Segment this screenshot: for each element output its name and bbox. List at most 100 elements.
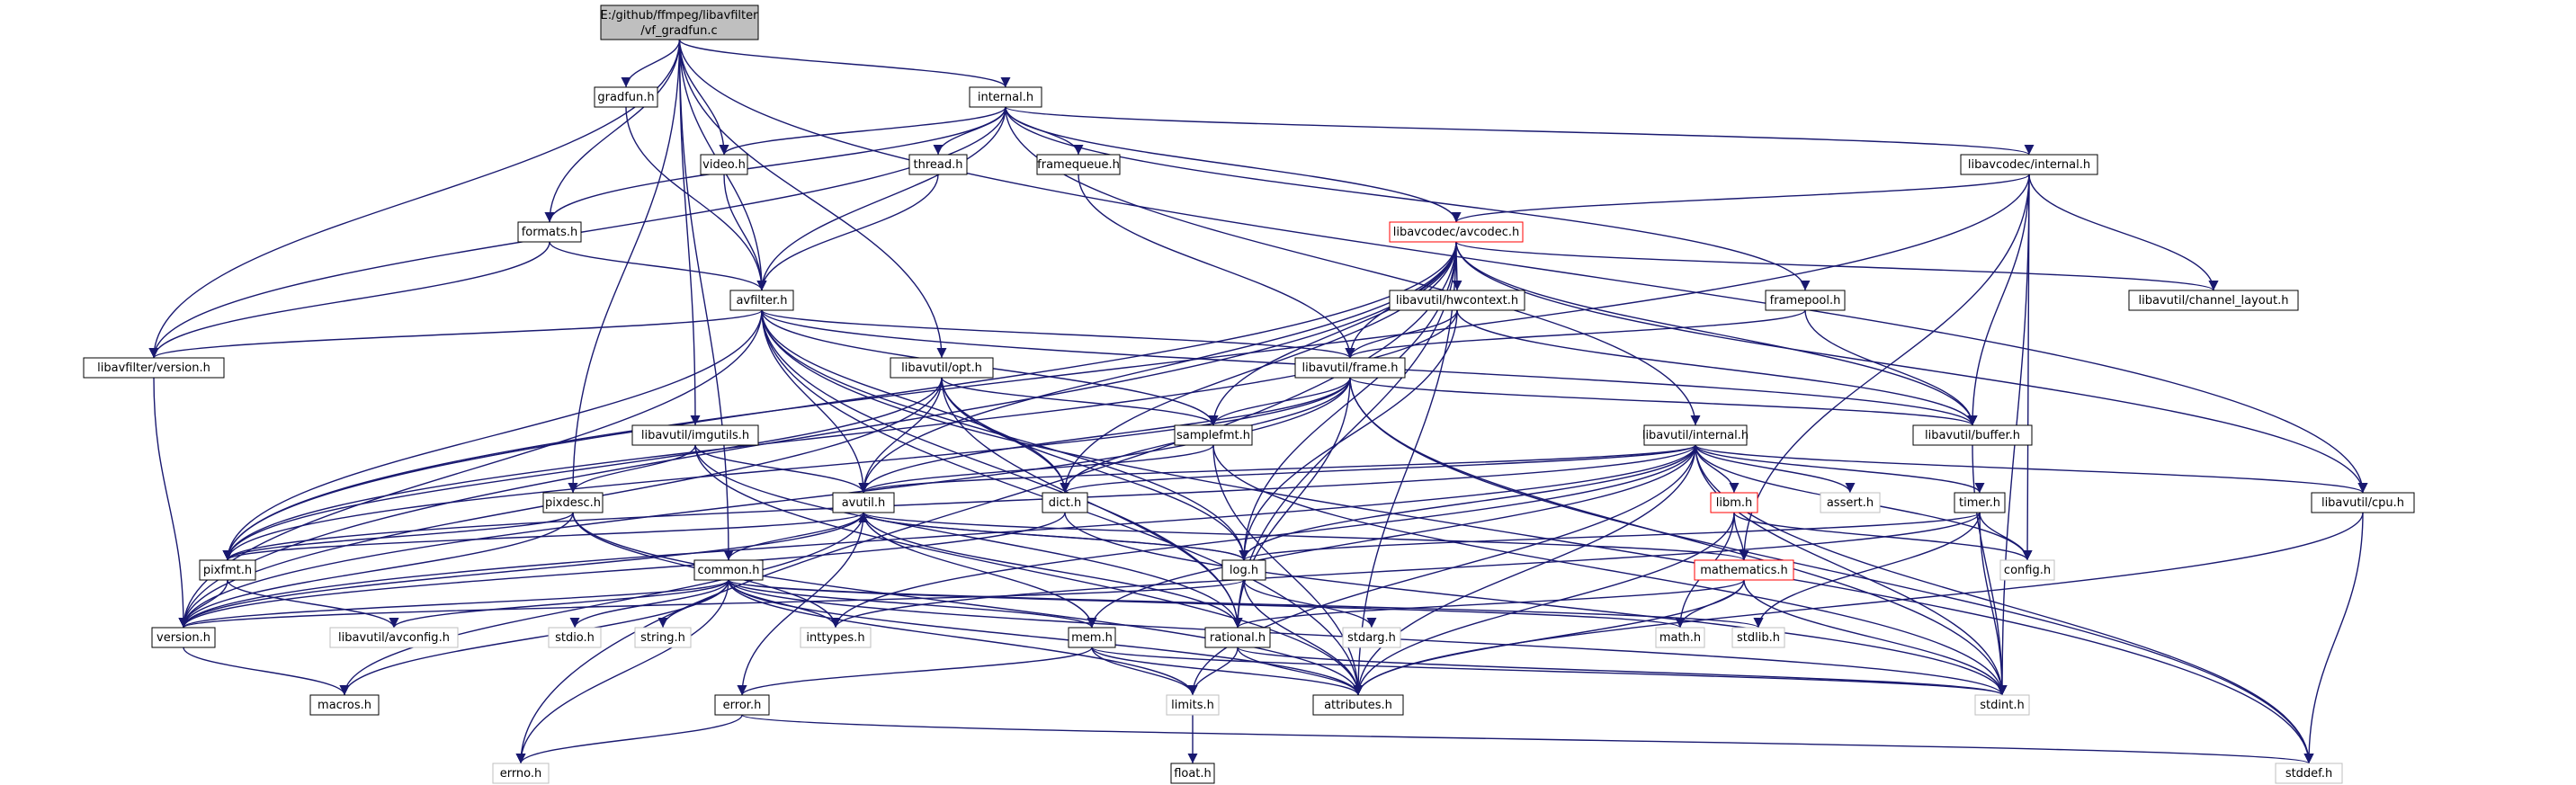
edge-imgutils-h-to-avutil-h	[694, 444, 869, 494]
edge-thread-h-to-avfilter-h	[756, 174, 939, 291]
node-box	[890, 357, 994, 379]
node-box	[832, 492, 895, 513]
edge-buffer-h-to-stdint-h	[1972, 444, 2008, 696]
node-box	[1954, 492, 2006, 513]
node-formats-h[interactable]: formats.h	[517, 221, 582, 243]
edge-timer-h-to-stdlib-h	[1753, 512, 1981, 629]
node-label: libavutil/hwcontext.h	[1396, 294, 1518, 308]
node-avutil-h[interactable]: avutil.h	[832, 492, 895, 513]
edge-root-to-cpu-h	[678, 39, 2368, 494]
edge-lavc-internal-h-to-buffer-h	[1967, 174, 2030, 426]
node-box	[151, 627, 216, 648]
node-root[interactable]: E:/github/ffmpeg/libavfilter /vf_gradfun…	[600, 4, 759, 40]
node-pixdesc-h[interactable]: pixdesc.h	[542, 492, 604, 513]
edge-lavu-internal-h-to-inttypes-h	[830, 444, 1696, 629]
node-limits-h[interactable]: limits.h	[1166, 694, 1220, 716]
node-lavu-internal-h[interactable]: libavutil/internal.h	[1642, 424, 1749, 446]
edge-timer-h-to-inttypes-h	[830, 512, 1981, 629]
node-macros-h[interactable]: macros.h	[309, 694, 380, 716]
node-buffer-h[interactable]: libavutil/buffer.h	[1912, 424, 2033, 446]
node-frame-h[interactable]: libavutil/frame.h	[1294, 357, 1406, 379]
node-opt-h[interactable]: libavutil/opt.h	[890, 357, 994, 379]
node-stddef-h[interactable]: stddef.h	[2275, 763, 2343, 784]
node-label: libavutil/channel_layout.h	[2139, 294, 2289, 308]
node-samplefmt-h[interactable]: samplefmt.h	[1174, 424, 1253, 446]
node-common-h[interactable]: common.h	[693, 559, 764, 581]
node-label: stdio.h	[555, 631, 595, 645]
node-log-h[interactable]: log.h	[1221, 559, 1266, 581]
node-timer-h[interactable]: timer.h	[1954, 492, 2006, 513]
node-internal-h[interactable]: internal.h	[969, 86, 1042, 108]
edge-avfilter-h-to-pixfmt-h	[222, 309, 763, 561]
node-inttypes-h[interactable]: inttypes.h	[800, 627, 872, 648]
edge-root-to-gradfun-h	[621, 39, 681, 88]
node-label: libavfilter/version.h	[97, 361, 210, 375]
edge-timer-h-to-stdint-h	[1979, 512, 2008, 696]
edge-mathematics-h-to-stdint-h	[1743, 579, 2008, 696]
node-box	[2128, 290, 2299, 311]
node-box	[1042, 492, 1088, 513]
node-rational-h[interactable]: rational.h	[1204, 627, 1271, 648]
node-stdio-h[interactable]: stdio.h	[548, 627, 602, 648]
node-label: libavutil/opt.h	[901, 361, 982, 375]
node-box	[969, 86, 1042, 108]
node-avfilter-h[interactable]: avfilter.h	[729, 290, 794, 311]
edge-avcodec-h-to-pixfmt-h	[222, 241, 1457, 561]
edge-common-h-to-version-h	[178, 579, 729, 629]
node-label: libavutil/imgutils.h	[641, 429, 749, 442]
node-mathematics-h[interactable]: mathematics.h	[1694, 559, 1794, 581]
edge-rational-h-to-attributes-h	[1237, 647, 1364, 696]
node-errno-h[interactable]: errno.h	[492, 763, 550, 784]
node-math-h[interactable]: math.h	[1655, 627, 1705, 648]
edge-lavu-internal-h-to-version-h	[178, 444, 1696, 629]
node-avconfig-h[interactable]: libavutil/avconfig.h	[329, 627, 459, 648]
node-label: math.h	[1659, 631, 1701, 645]
node-version-h[interactable]: version.h	[151, 627, 216, 648]
node-lavfi-version-h[interactable]: libavfilter/version.h	[83, 357, 225, 379]
edge-avfilter-h-to-lavfi-version-h	[148, 309, 763, 359]
node-libm-h[interactable]: libm.h	[1710, 492, 1758, 513]
node-label: log.h	[1230, 564, 1258, 577]
node-box	[693, 559, 764, 581]
node-box	[800, 627, 872, 648]
node-box	[1204, 627, 1271, 648]
edge-error-h-to-errno-h	[515, 714, 743, 764]
edge-error-h-to-stddef-h	[741, 714, 2313, 764]
node-mem-h[interactable]: mem.h	[1068, 627, 1116, 648]
node-avcodec-h[interactable]: libavcodec/avcodec.h	[1389, 221, 1524, 243]
edge-avcodec-h-to-dict-h	[1060, 241, 1457, 494]
edge-libm-h-to-attributes-h	[1353, 512, 1735, 696]
node-cpu-h[interactable]: libavutil/cpu.h	[2311, 492, 2415, 513]
edge-pixdesc-h-to-attributes-h	[572, 512, 1364, 696]
node-stdlib-h[interactable]: stdlib.h	[1731, 627, 1785, 648]
node-imgutils-h[interactable]: libavutil/imgutils.h	[631, 424, 759, 446]
node-video-h[interactable]: video.h	[700, 154, 748, 175]
node-error-h[interactable]: error.h	[714, 694, 770, 716]
node-gradfun-h[interactable]: gradfun.h	[594, 86, 658, 108]
node-float-h[interactable]: float.h	[1170, 763, 1215, 784]
node-lavc-internal-h[interactable]: libavcodec/internal.h	[1960, 154, 2098, 175]
node-label: string.h	[640, 631, 685, 645]
edge-lavc-internal-h-to-channel-layout-h	[2028, 174, 2219, 291]
node-box	[1389, 290, 1525, 311]
node-thread-h[interactable]: thread.h	[908, 154, 968, 175]
node-stdint-h[interactable]: stdint.h	[1974, 694, 2030, 716]
node-label: pixdesc.h	[545, 496, 601, 510]
node-assert-h[interactable]: assert.h	[1820, 492, 1881, 513]
node-box	[1731, 627, 1785, 648]
edge-avcodec-h-to-channel-layout-h	[1455, 241, 2219, 291]
edge-rational-h-to-limits-h	[1187, 647, 1239, 696]
node-box	[329, 627, 459, 648]
node-string-h[interactable]: string.h	[634, 627, 692, 648]
node-stdarg-h[interactable]: stdarg.h	[1342, 627, 1401, 648]
node-pixfmt-h[interactable]: pixfmt.h	[199, 559, 256, 581]
node-config-h[interactable]: config.h	[1999, 559, 2055, 581]
node-framequeue-h[interactable]: framequeue.h	[1036, 154, 1121, 175]
node-attributes-h[interactable]: attributes.h	[1312, 694, 1404, 716]
node-framepool-h[interactable]: framepool.h	[1765, 290, 1846, 311]
node-dict-h[interactable]: dict.h	[1042, 492, 1088, 513]
edge-opt-h-to-pixfmt-h	[222, 377, 943, 561]
node-channel-layout-h[interactable]: libavutil/channel_layout.h	[2128, 290, 2299, 311]
node-hwcontext-h[interactable]: libavutil/hwcontext.h	[1389, 290, 1525, 311]
node-box	[729, 290, 794, 311]
